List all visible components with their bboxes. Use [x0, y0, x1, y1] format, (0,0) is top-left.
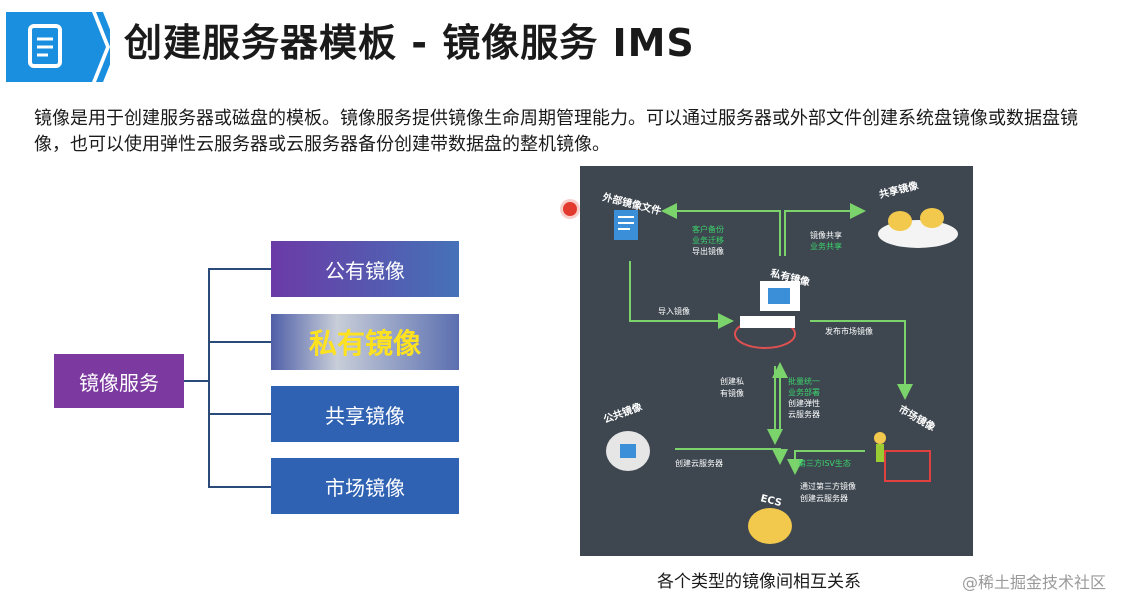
edge-label: 业务部署	[788, 387, 820, 397]
diagram-caption: 各个类型的镜像间相互关系	[657, 572, 861, 592]
edge-label: 第三方ISV生态	[798, 458, 851, 468]
edge-label: 有镜像	[720, 388, 744, 398]
branch-public-image: 公有镜像	[271, 241, 459, 297]
tree-connector	[208, 341, 272, 343]
edge-label: 导入镜像	[658, 306, 690, 316]
edge-label: 通过第三方镜像	[800, 481, 856, 491]
tree-connector	[184, 380, 210, 382]
image-service-tree: 镜像服务 公有镜像 私有镜像 共享镜像 市场镜像	[0, 230, 560, 530]
edge-label: 创建云服务器	[675, 458, 723, 468]
node-shared: 共享镜像	[878, 178, 921, 201]
node-market: 市场镜像	[897, 402, 939, 434]
edge-label: 业务迁移	[692, 235, 724, 245]
cart-icon	[874, 432, 931, 482]
monitor-icon	[734, 281, 800, 349]
edge-label: 发布市场镜像	[825, 326, 873, 336]
public-cloud-icon	[606, 431, 650, 471]
tree-connector	[208, 413, 272, 415]
tree-trunk	[208, 269, 210, 487]
branch-market-image: 市场镜像	[271, 458, 459, 514]
edge-label: 客户备份	[692, 224, 724, 234]
edge-label: 业务共享	[810, 241, 842, 251]
tree-connector	[208, 486, 272, 488]
image-relationship-diagram: 外部镜像文件 共享镜像 私有镜像 市场镜像 公共镜像	[580, 166, 973, 556]
edge-label: 批量统一	[788, 376, 820, 386]
cloud-icon	[878, 208, 958, 248]
page-title: 创建服务器模板 - 镜像服务 IMS	[124, 21, 695, 65]
edge-label: 创建私	[720, 376, 744, 386]
edge-label: 创建弹性	[788, 398, 820, 408]
edge-label: 云服务器	[788, 409, 820, 419]
root-node-image-service: 镜像服务	[54, 354, 184, 408]
edge-label: 创建云服务器	[800, 493, 848, 503]
document-icon	[6, 12, 117, 82]
edge-label: 导出镜像	[692, 246, 724, 256]
tree-connector	[208, 268, 272, 270]
node-public: 公共镜像	[602, 400, 645, 426]
pointer-cursor-icon	[563, 202, 577, 216]
node-ecs: ECS	[759, 493, 783, 509]
intro-paragraph: 镜像是用于创建服务器或磁盘的模板。镜像服务提供镜像生命周期管理能力。可以通过服务…	[34, 108, 1078, 155]
edge-label: 镜像共享	[810, 230, 842, 240]
branch-private-image: 私有镜像	[271, 314, 459, 370]
branch-shared-image: 共享镜像	[271, 386, 459, 442]
file-icon	[614, 210, 638, 240]
ecs-cloud-icon	[748, 508, 792, 544]
watermark: @稀土掘金技术社区	[962, 573, 1107, 592]
